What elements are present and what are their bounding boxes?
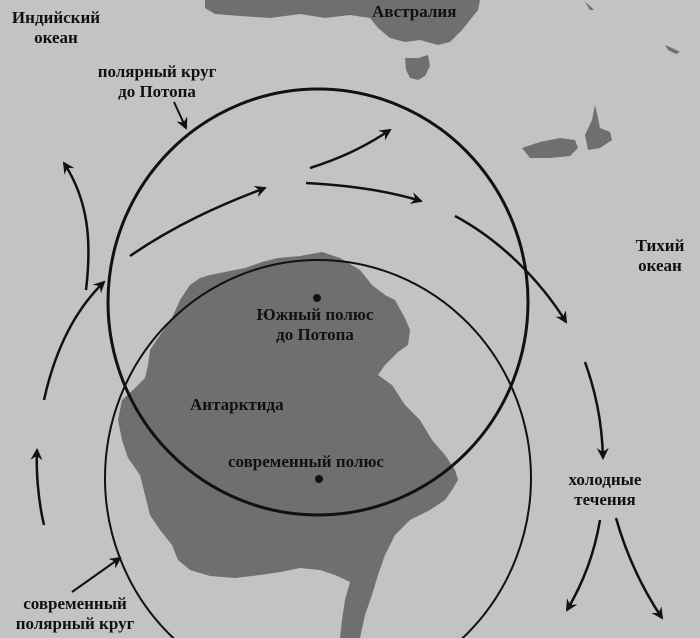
current-arrow-cold-left bbox=[565, 519, 602, 612]
label-modern-polar-circle-line1: современный bbox=[23, 594, 127, 613]
label-pacific-ocean-line2: океан bbox=[638, 256, 682, 275]
label-pacific-ocean-line1: Тихий bbox=[635, 236, 685, 255]
ocean-current-arrows bbox=[30, 128, 664, 620]
antarctica-landmass bbox=[118, 252, 458, 638]
pointer-old-polar-circle bbox=[173, 101, 188, 130]
new-zealand-north-island bbox=[585, 105, 612, 150]
current-arrow-right-down bbox=[583, 361, 609, 460]
label-cold-currents-line2: течения bbox=[574, 490, 636, 509]
label-modern-polar-circle-line2: полярный круг bbox=[15, 614, 135, 633]
current-arrow-inner-right bbox=[305, 181, 423, 204]
new-zealand-south-island bbox=[522, 138, 578, 158]
label-south-pole-before-flood-line1: Южный полюс bbox=[256, 305, 374, 324]
label-antarctica-text: Антарктида bbox=[190, 395, 284, 414]
pointer-modern-polar-circle bbox=[71, 556, 122, 593]
label-modern-pole-text: современный полюс bbox=[228, 452, 384, 471]
current-arrow-left-mid bbox=[42, 280, 106, 401]
label-antarctica: Антарктида bbox=[190, 395, 284, 415]
label-polar-circle-before-flood-line2: до Потопа bbox=[118, 82, 196, 101]
current-arrow-inner-left bbox=[129, 185, 267, 258]
land-masses bbox=[118, 0, 680, 638]
label-indian-ocean: Индийский океан bbox=[6, 8, 106, 48]
label-polar-circle-before-flood-line1: полярный круг bbox=[97, 62, 217, 81]
modern-pole-point bbox=[315, 475, 323, 483]
tasmania-landmass bbox=[405, 55, 430, 80]
label-cold-currents: холодные течения bbox=[560, 470, 650, 510]
current-arrow-cold-right bbox=[614, 517, 664, 620]
old-polar-circle bbox=[106, 87, 530, 517]
label-polar-circle-before-flood: полярный круг до Потопа bbox=[92, 62, 222, 102]
current-arrow-left-top bbox=[62, 161, 90, 291]
label-modern-pole: современный полюс bbox=[228, 452, 384, 472]
label-south-pole-before-flood-line2: до Потопа bbox=[276, 325, 354, 344]
label-australia-text: Австралия bbox=[372, 2, 457, 21]
modern-polar-circle bbox=[104, 259, 532, 638]
label-cold-currents-line1: холодные bbox=[568, 470, 642, 489]
label-indian-ocean-line2: океан bbox=[34, 28, 78, 47]
old-pole-point bbox=[313, 294, 321, 302]
current-arrow-left-bottom bbox=[30, 448, 46, 526]
label-indian-ocean-line1: Индийский bbox=[11, 8, 101, 27]
current-arrow-right-diagonal bbox=[454, 214, 568, 324]
label-australia: Австралия bbox=[372, 2, 456, 22]
label-pacific-ocean: Тихий океан bbox=[624, 236, 696, 276]
label-modern-polar-circle: современный полярный круг bbox=[10, 594, 140, 634]
small-islands-east bbox=[585, 2, 680, 54]
label-pointers bbox=[71, 101, 188, 593]
australia-landmass bbox=[205, 0, 480, 45]
current-arrow-inner-top bbox=[309, 128, 392, 170]
label-south-pole-before-flood: Южный полюс до Потопа bbox=[240, 305, 390, 345]
